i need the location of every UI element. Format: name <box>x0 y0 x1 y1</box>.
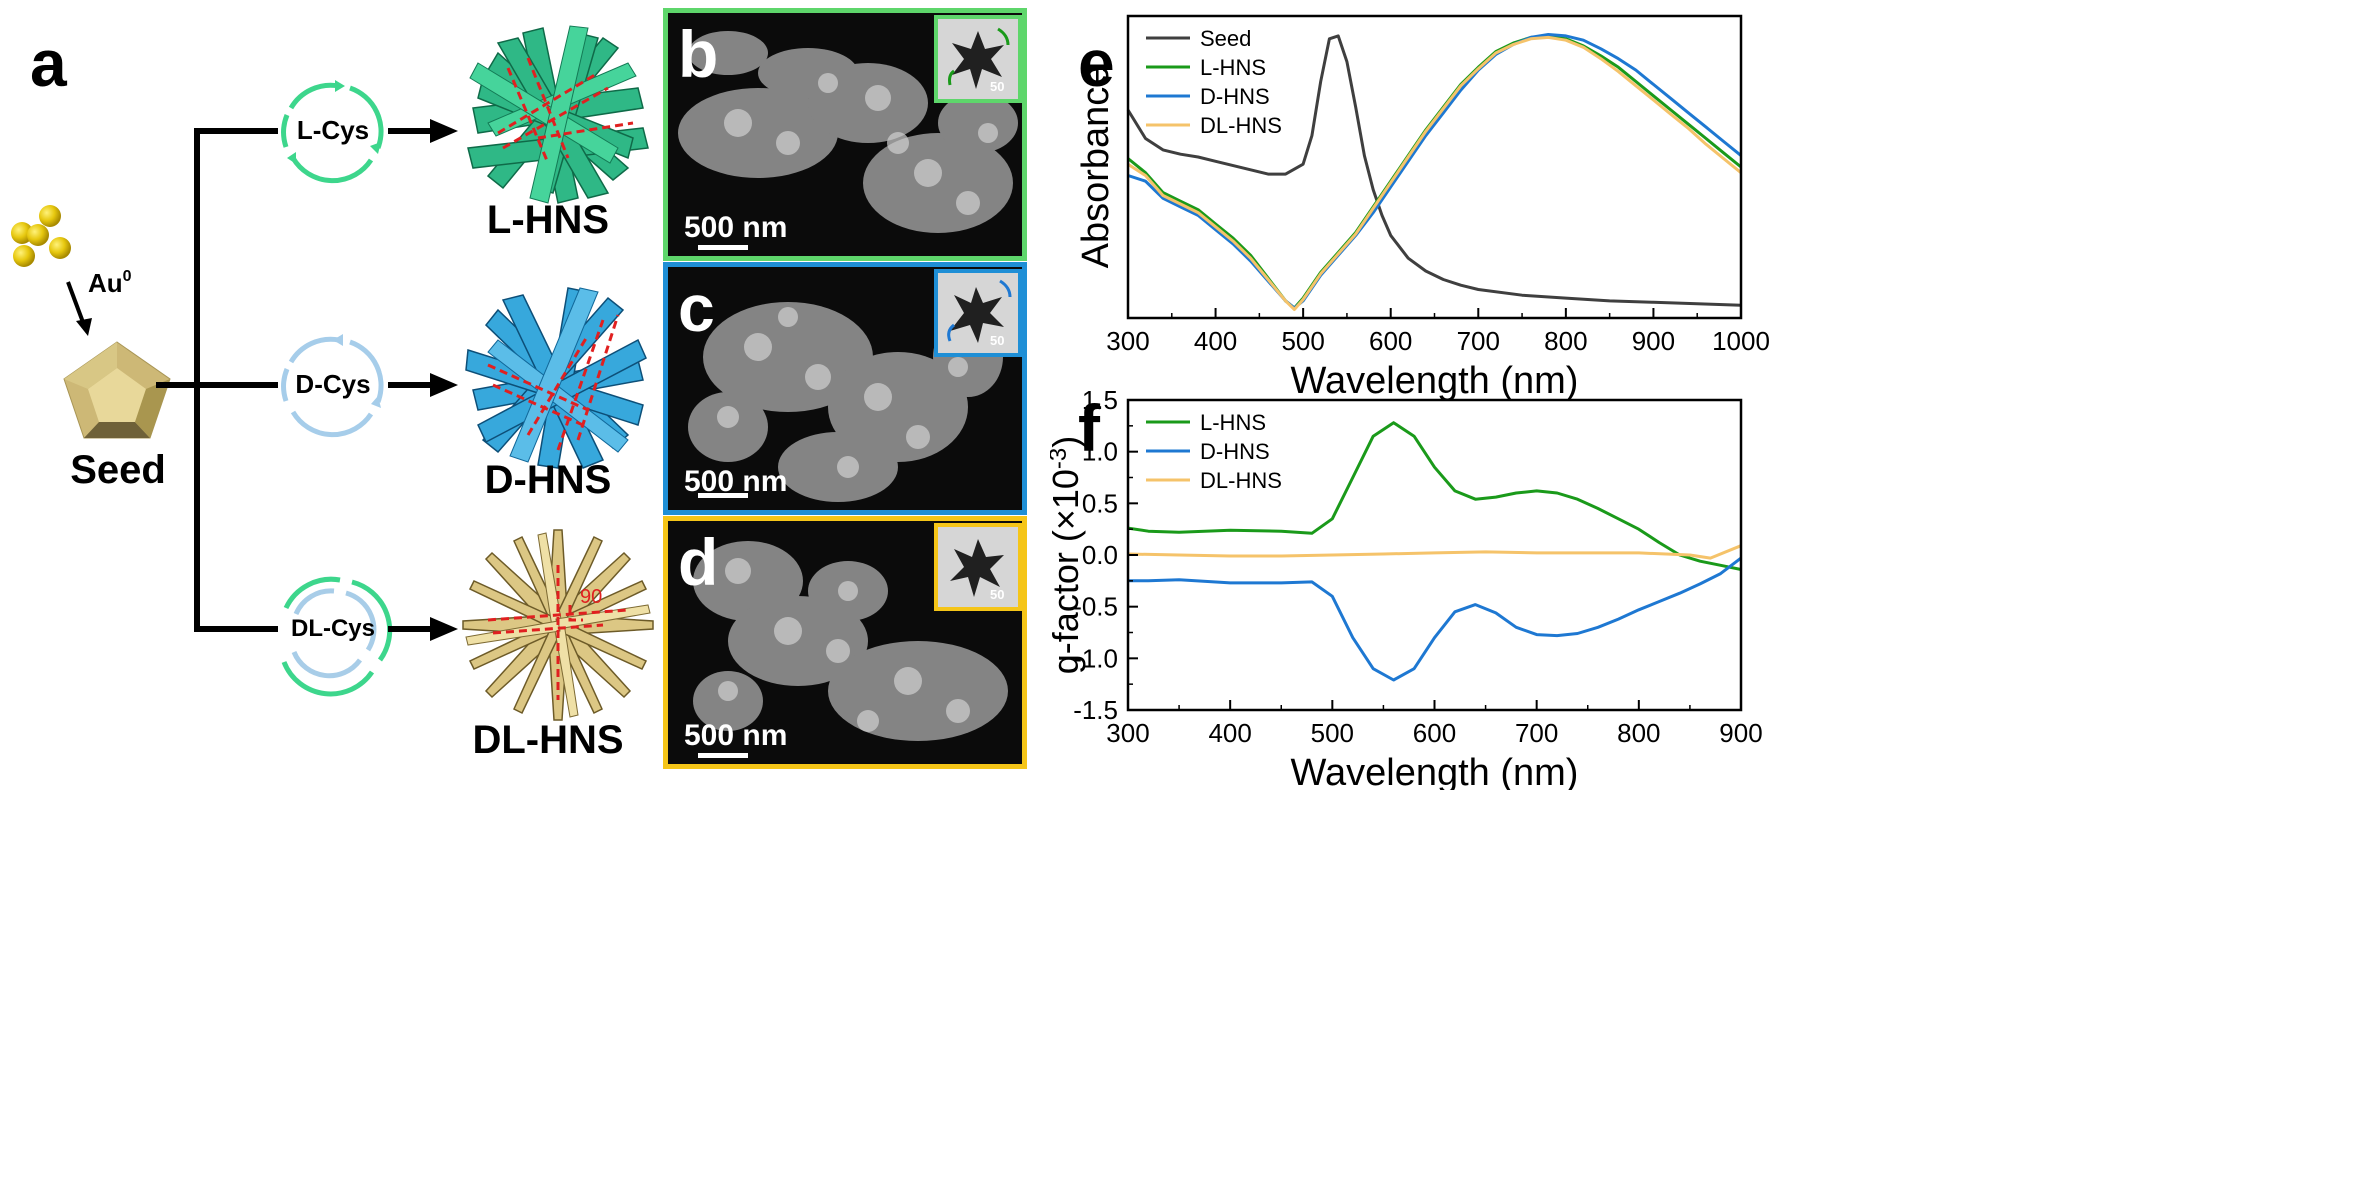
sem-panel-c: c 50 nm 500 nm <box>663 262 1027 515</box>
reaction-arrows <box>388 119 458 641</box>
x-tick-label: 400 <box>1208 718 1251 748</box>
x-tick-label: 800 <box>1617 718 1660 748</box>
reduction-arrow <box>66 281 86 326</box>
seed-decahedron-icon <box>63 341 171 439</box>
sem-texture <box>688 302 1003 502</box>
series-line-seed <box>1126 34 1742 307</box>
product-l-hns-label: L-HNS <box>486 198 610 242</box>
au0-label: Au0 <box>88 268 132 298</box>
scale-label-d: 500 nm <box>684 719 788 752</box>
x-axis-label: Wavelength (nm) <box>1291 752 1579 790</box>
angle-label: 90 <box>580 586 602 608</box>
dl-hns-nanostructure-icon: 90 <box>462 529 654 721</box>
route-dl-cys-label: DL-Cys <box>290 615 375 642</box>
panel-a-letter: a <box>30 26 67 100</box>
tem-inset-b: 50 nm <box>934 15 1022 103</box>
y-tick-label: -1.0 <box>1073 643 1118 673</box>
x-tick-label: 300 <box>1106 326 1149 356</box>
branch-lines <box>156 128 278 632</box>
y-axis-label: g-factor (×10-3) <box>1050 436 1086 674</box>
legend-label: DL-HNS <box>1200 468 1282 493</box>
y-axis-label: Absorbance <box>1075 66 1117 269</box>
y-tick-label: 0.5 <box>1082 488 1118 518</box>
scale-bar-d <box>698 753 748 758</box>
inset-scale-b: 50 nm <box>990 79 1010 103</box>
legend-label: Seed <box>1200 26 1251 51</box>
series-line-d-hns <box>1128 556 1742 682</box>
inset-scale-c: 50 nm <box>990 333 1010 357</box>
x-tick-label: 700 <box>1515 718 1558 748</box>
legend-label: D-HNS <box>1200 439 1270 464</box>
tem-inset-c: 50 nm <box>934 269 1022 357</box>
sem-texture <box>678 31 1018 233</box>
gold-atoms <box>11 205 71 267</box>
inset-scale-d: 50 nm <box>990 587 1010 611</box>
route-l-cys-label: L-Cys <box>296 115 370 145</box>
scale-label-c: 500 nm <box>684 465 788 498</box>
sem-texture <box>693 541 1008 741</box>
x-tick-label: 800 <box>1544 326 1587 356</box>
tem-particle-icon <box>947 279 1012 343</box>
panel-a-schematic: Au0 <box>11 25 654 721</box>
x-axis-label: Wavelength (nm) <box>1291 360 1579 400</box>
panel-e-letter: e <box>1078 26 1115 100</box>
panel-c-letter: c <box>678 271 715 345</box>
panel-b-letter: b <box>678 17 719 91</box>
dl-cys-cycle-icon <box>281 576 393 697</box>
x-tick-label: 700 <box>1457 326 1500 356</box>
tem-particle-icon <box>950 539 1004 597</box>
seed-label: Seed <box>70 448 166 492</box>
legend-label: L-HNS <box>1200 55 1266 80</box>
x-tick-label: 900 <box>1719 718 1762 748</box>
route-d-cys-label: D-Cys <box>295 369 371 399</box>
scale-bar-b <box>698 245 748 250</box>
series-line-dl-hns <box>1127 544 1742 560</box>
panel-d-letter: d <box>678 525 719 599</box>
l-cys-cycle-icon <box>281 80 384 184</box>
d-cys-cycle-icon <box>281 334 384 438</box>
d-hns-nanostructure-icon <box>465 287 647 469</box>
series-line-l-hns <box>1127 421 1742 571</box>
x-tick-label: 600 <box>1413 718 1456 748</box>
legend-label: DL-HNS <box>1200 113 1282 138</box>
x-tick-label: 500 <box>1311 718 1354 748</box>
tem-inset-d: 50 nm <box>934 523 1022 611</box>
x-tick-label: 400 <box>1194 326 1237 356</box>
series-line-d-hns <box>1127 33 1742 310</box>
x-tick-label: 500 <box>1281 326 1324 356</box>
tem-particle-icon <box>948 27 1010 89</box>
series-line-dl-hns <box>1127 35 1742 311</box>
y-tick-label: -1.5 <box>1073 695 1118 725</box>
panel-f-letter: f <box>1078 391 1100 465</box>
legend-label: L-HNS <box>1200 410 1266 435</box>
y-tick-label: 1.0 <box>1082 437 1118 467</box>
x-tick-label: 900 <box>1632 326 1675 356</box>
y-tick-label: -0.5 <box>1073 592 1118 622</box>
l-hns-nanostructure-icon <box>467 25 649 204</box>
x-tick-label: 1000 <box>1712 326 1770 356</box>
scale-bar-c <box>698 493 748 498</box>
sem-panel-d: d 50 nm 500 nm <box>663 516 1027 769</box>
x-tick-label: 600 <box>1369 326 1412 356</box>
x-tick-label: 300 <box>1106 718 1149 748</box>
scale-label-b: 500 nm <box>684 211 788 244</box>
legend-label: D-HNS <box>1200 84 1270 109</box>
sem-panel-b: b 50 nm 500 nm <box>663 8 1027 261</box>
product-d-hns-label: D-HNS <box>484 458 612 502</box>
product-dl-hns-label: DL-HNS <box>472 718 624 762</box>
y-tick-label: 1.5 <box>1082 390 1118 415</box>
y-tick-label: 0.0 <box>1082 540 1118 570</box>
